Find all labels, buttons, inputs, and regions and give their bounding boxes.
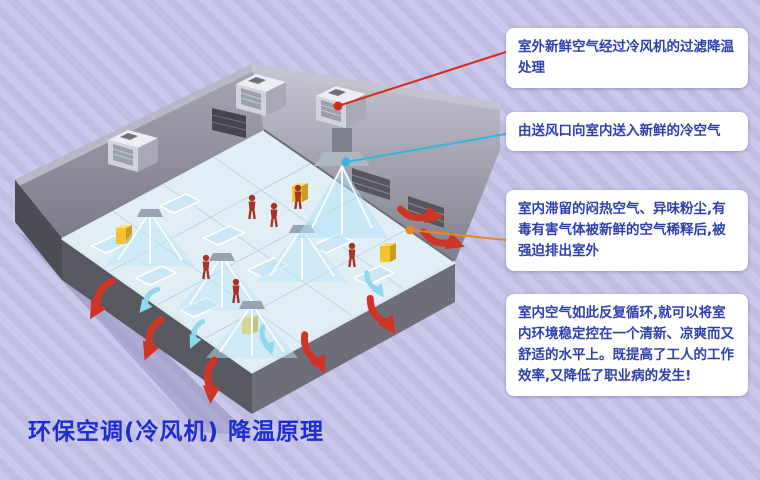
- supply-air-duct: [296, 128, 388, 238]
- connector-dot-red: [333, 101, 343, 111]
- connector-dot-orange: [405, 225, 415, 235]
- callout-cold-air-supply: 由送风口向室内送入新鲜的冷空气: [506, 112, 748, 151]
- connector-line-red: [337, 51, 507, 107]
- callout-text: 室外新鲜空气经过冷风机的过滤降温处理: [518, 39, 734, 76]
- callout-circulation-benefits: 室内空气如此反复循环,就可以将室内环境稳定控在一个清新、凉爽而又舒适的水平上。既…: [506, 294, 748, 396]
- callout-connectors: [333, 51, 507, 241]
- callout-text: 室内滞留的闷热空气、异味粉尘,有毒有害气体被新鲜的空气稀释后,被强迫排出室外: [518, 201, 726, 259]
- callout-fresh-air-filtering: 室外新鲜空气经过冷风机的过滤降温处理: [506, 28, 748, 88]
- connector-dot-cyan: [341, 157, 351, 167]
- connector-line-orange: [409, 229, 507, 241]
- roof-louver-vent: [211, 108, 247, 138]
- connector-line-cyan: [345, 133, 507, 163]
- page-title: 环保空调(冷风机) 降温原理: [28, 419, 325, 445]
- callout-text: 由送风口向室内送入新鲜的冷空气: [518, 123, 721, 139]
- callout-exhaust-stale-air: 室内滞留的闷热空气、异味粉尘,有毒有害气体被新鲜的空气稀释后,被强迫排出室外: [506, 190, 748, 271]
- callout-text: 室内空气如此反复循环,就可以将室内环境稳定控在一个清新、凉爽而又舒适的水平上。既…: [518, 305, 734, 384]
